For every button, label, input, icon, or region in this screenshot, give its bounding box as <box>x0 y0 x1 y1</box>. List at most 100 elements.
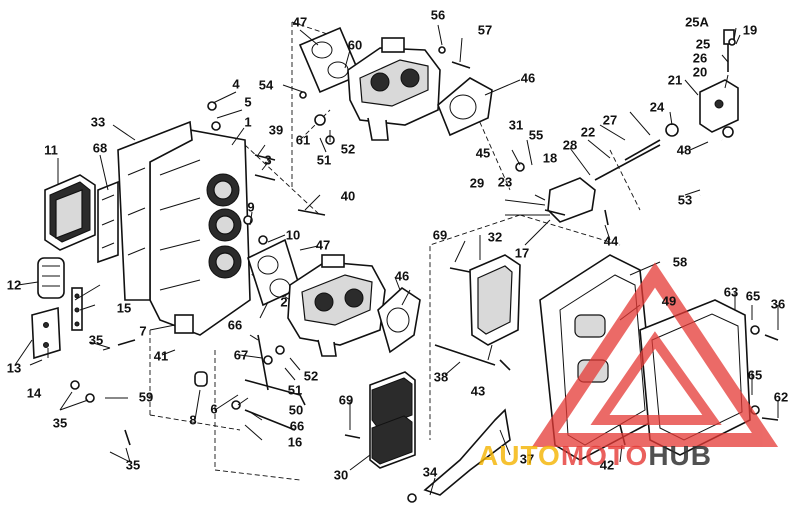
callout-25a: 25A <box>685 14 709 30</box>
reed-stop-15 <box>71 287 83 331</box>
callout-58: 58 <box>672 254 688 270</box>
callout-63: 63 <box>723 284 739 300</box>
manifold-gasket-33 <box>117 120 193 301</box>
callout-1: 1 <box>244 114 252 130</box>
callout-39: 39 <box>268 122 284 138</box>
watermark-auto: AUTO <box>478 440 561 471</box>
callout-36: 36 <box>770 296 786 312</box>
callout-66-top: 66 <box>227 317 243 333</box>
callout-11: 11 <box>44 142 58 158</box>
callout-21: 21 <box>667 72 683 88</box>
callout-43: 43 <box>470 383 486 399</box>
callout-8: 8 <box>189 412 197 428</box>
callout-12: 12 <box>6 277 22 293</box>
callout-54: 54 <box>258 77 274 93</box>
callout-55: 55 <box>528 127 544 143</box>
primer-solenoid-17 <box>504 177 596 223</box>
gasket-46-upper <box>437 77 493 137</box>
callout-32: 32 <box>487 229 503 245</box>
linkage-rods <box>231 334 306 431</box>
callout-leaders <box>14 24 779 496</box>
callout-40: 40 <box>340 188 356 204</box>
callout-34: 34 <box>422 464 438 480</box>
callout-25: 25 <box>695 36 711 52</box>
intake-manifold <box>149 129 251 336</box>
watermark-brand: AUTOMOTOHUB <box>478 440 712 472</box>
reed-plate-13 <box>31 306 61 360</box>
callout-46-top: 46 <box>520 70 536 86</box>
rod-38 <box>434 344 496 366</box>
callout-10: 10 <box>285 227 301 243</box>
reed-block-11 <box>44 174 96 251</box>
callout-2: 2 <box>280 294 288 310</box>
callout-52-top: 52 <box>340 141 356 157</box>
callout-41: 41 <box>153 348 169 364</box>
callout-38: 38 <box>433 369 449 385</box>
callout-18: 18 <box>542 150 558 166</box>
callout-66-lower: 66 <box>289 418 305 434</box>
gasket-68 <box>97 180 119 264</box>
callout-16: 16 <box>287 434 303 450</box>
callout-35-bottom: 35 <box>125 457 141 473</box>
silencer-30 <box>369 371 416 469</box>
callout-23: 23 <box>497 174 513 190</box>
callout-52-lower: 52 <box>303 368 319 384</box>
gasket-46-lower <box>377 286 421 354</box>
callout-24: 24 <box>649 99 665 115</box>
callout-14: 14 <box>26 385 42 401</box>
callout-29: 29 <box>469 175 485 191</box>
callout-51-lower: 51 <box>287 382 303 398</box>
callout-35-left: 35 <box>52 415 68 431</box>
callout-28: 28 <box>562 137 578 153</box>
callout-3: 3 <box>264 152 272 168</box>
callout-46-lower: 46 <box>394 268 410 284</box>
callout-44: 44 <box>603 233 619 249</box>
callout-5: 5 <box>244 94 252 110</box>
watermark-logo-graphic <box>531 262 779 447</box>
callout-26: 26 <box>692 50 708 66</box>
callout-65-top: 65 <box>745 288 761 304</box>
callout-13: 13 <box>6 360 22 376</box>
callout-19: 19 <box>742 22 758 38</box>
callout-59: 59 <box>138 389 154 405</box>
callout-37: 37 <box>519 451 535 467</box>
callout-57: 57 <box>477 22 493 38</box>
callout-47-top: 47 <box>292 14 308 30</box>
callout-61: 61 <box>295 132 311 148</box>
callout-48: 48 <box>676 142 692 158</box>
callout-45: 45 <box>475 145 491 161</box>
callout-7: 7 <box>139 323 147 339</box>
callout-65-lower: 65 <box>747 367 763 383</box>
callout-22: 22 <box>580 124 596 140</box>
fuel-pump-20-21 <box>699 29 739 133</box>
watermark-moto: MOTO <box>560 440 649 471</box>
fuel-hoses-35-59 <box>70 339 136 456</box>
callout-4: 4 <box>232 76 240 92</box>
carburetor-upper <box>347 37 441 141</box>
callout-56: 56 <box>430 7 446 23</box>
callout-60: 60 <box>347 37 363 53</box>
callout-17: 17 <box>514 245 530 261</box>
callout-27: 27 <box>602 112 618 128</box>
callout-6: 6 <box>210 401 218 417</box>
callout-20: 20 <box>692 64 708 80</box>
watermark-hub: HUB <box>648 440 712 471</box>
bracket-37 <box>423 408 511 496</box>
reed-petals-12 <box>37 257 65 299</box>
callout-49: 49 <box>661 293 677 309</box>
shafts-22-27-28 <box>594 123 679 181</box>
carburetor-lower <box>287 254 386 357</box>
callout-42: 42 <box>599 457 615 473</box>
callout-53: 53 <box>677 192 693 208</box>
hose-53 <box>699 126 734 197</box>
callout-31: 31 <box>508 117 524 133</box>
callout-68: 68 <box>92 140 108 156</box>
callout-35-top: 35 <box>88 332 104 348</box>
callout-67: 67 <box>233 347 249 363</box>
callout-47-lower: 47 <box>315 237 331 253</box>
callout-50: 50 <box>288 402 304 418</box>
callout-30: 30 <box>333 467 349 483</box>
callout-62: 62 <box>773 389 789 405</box>
